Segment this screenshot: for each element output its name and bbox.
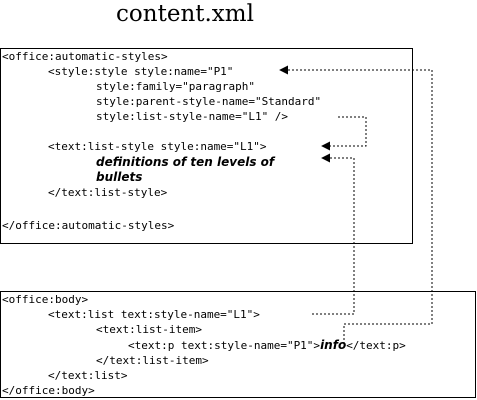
style-parent-style-name-line: style:parent-style-name="Standard" [96, 95, 322, 108]
office-body-open-tag: <office:body> [2, 293, 89, 306]
text-list-style-close-tag: </text:list-style> [48, 186, 168, 199]
automatic-styles-close-tag: </office:automatic-styles> [2, 219, 175, 232]
bullet-definitions-note: definitions of ten levels of [96, 155, 275, 169]
text-list-item-open-tag: <text:list-item> [96, 323, 202, 336]
office-body-box [0, 291, 476, 398]
office-body-close-tag: </office:body> [2, 384, 95, 397]
text-list-item-close-tag: </text:list-item> [96, 354, 209, 367]
text-list-close-tag: </text:list> [48, 369, 128, 382]
text-list-l1-line: <text:list text:style-name="L1"> [48, 308, 260, 321]
text-p-open-tag: <text:p text:style-name="P1"> [128, 339, 321, 352]
automatic-styles-open-tag: <office:automatic-styles> [2, 50, 168, 63]
bullet-definitions-note-continued: bullets [96, 170, 143, 184]
text-list-style-l1-line: <text:list-style style:name="L1"> [48, 140, 267, 153]
style-list-style-name-line: style:list-style-name="L1" /> [96, 110, 289, 123]
info-text: info [320, 338, 347, 352]
page-title: content.xml [116, 1, 254, 27]
style-style-p1-line: <style:style style:name="P1" [48, 65, 234, 78]
text-p-p1-line: <text:p text:style-name="P1">info</text:… [128, 338, 406, 353]
style-family-line: style:family="paragraph" [96, 80, 255, 93]
text-p-close-tag: </text:p> [346, 339, 406, 352]
